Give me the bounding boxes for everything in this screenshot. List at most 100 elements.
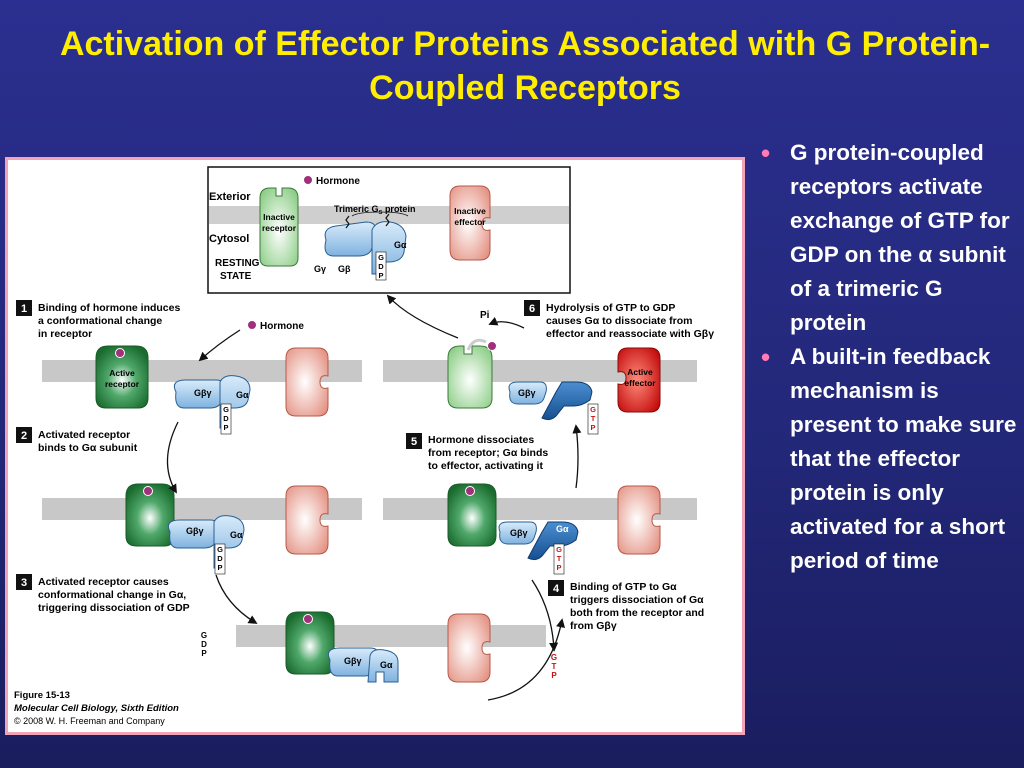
svg-text:Gβγ: Gβγ xyxy=(510,528,528,538)
svg-text:receptor: receptor xyxy=(262,223,297,233)
svg-text:T: T xyxy=(557,554,562,563)
svg-text:effector: effector xyxy=(454,217,486,227)
svg-text:binds to Gα subunit: binds to Gα subunit xyxy=(38,442,138,454)
svg-text:Figure 15-13: Figure 15-13 xyxy=(14,690,70,701)
g-alpha-step6: G T P Gα xyxy=(541,381,605,435)
hormone-label: Hormone xyxy=(316,176,360,187)
g-protein-step1: G D P Gβγ Gα xyxy=(173,375,251,435)
svg-text:triggering dissociation of GDP: triggering dissociation of GDP xyxy=(38,602,190,614)
svg-text:P: P xyxy=(378,271,383,280)
svg-text:causes Gα to dissociate from: causes Gα to dissociate from xyxy=(546,315,693,327)
hormone-icon xyxy=(248,321,256,329)
svg-text:Hydrolysis of GTP to GDP: Hydrolysis of GTP to GDP xyxy=(546,302,675,314)
svg-text:3: 3 xyxy=(21,577,27,589)
svg-text:D: D xyxy=(217,554,223,563)
svg-text:P: P xyxy=(590,423,595,432)
gtp-incoming: G T P xyxy=(551,653,557,680)
bullet-dot-icon: • xyxy=(761,342,771,372)
figure-panel: Exterior Cytosol RESTING STATE Hormone I… xyxy=(5,157,745,735)
svg-text:4: 4 xyxy=(553,583,560,595)
svg-text:triggers dissociation of Gα: triggers dissociation of Gα xyxy=(570,594,704,606)
svg-text:to effector, activating it: to effector, activating it xyxy=(428,460,543,472)
svg-text:6: 6 xyxy=(529,303,535,315)
svg-text:P: P xyxy=(201,649,207,658)
inactive-effector-label: Inactive xyxy=(454,206,486,216)
g-beta-label: Gβ xyxy=(338,264,351,274)
exterior-label: Exterior xyxy=(209,191,251,203)
svg-text:Active: Active xyxy=(109,368,135,378)
svg-text:G: G xyxy=(217,545,223,554)
hormone-label-step1: Hormone xyxy=(260,321,304,332)
gdp-released: G D P xyxy=(201,631,207,658)
inactive-effector-step3 xyxy=(447,613,491,683)
svg-text:Binding of hormone induces: Binding of hormone induces xyxy=(38,302,180,314)
bullet-text: G protein-coupled receptors activate exc… xyxy=(790,140,1010,335)
svg-text:D: D xyxy=(201,640,207,649)
slide-title: Activation of Effector Proteins Associat… xyxy=(59,25,991,107)
inactive-effector-step5 xyxy=(617,485,661,555)
svg-text:5: 5 xyxy=(411,436,417,448)
svg-text:Activated receptor causes: Activated receptor causes xyxy=(38,576,169,588)
hormone-icon xyxy=(304,176,312,184)
step-4: 4 Binding of GTP to Gα triggers dissocia… xyxy=(548,580,704,632)
svg-text:P: P xyxy=(551,671,557,680)
svg-text:G: G xyxy=(378,253,384,262)
svg-text:© 2008 W. H. Freeman and Compa: © 2008 W. H. Freeman and Company xyxy=(14,716,165,726)
bullet-text: A built-in feedback mechanism is present… xyxy=(790,344,1017,573)
active-receptor-step3 xyxy=(285,611,335,675)
svg-text:Gα: Gα xyxy=(236,390,249,400)
svg-text:effector and reassociate with: effector and reassociate with Gβγ xyxy=(546,328,714,340)
active-receptor-step1: Active receptor xyxy=(95,345,149,409)
svg-text:Gα: Gα xyxy=(592,388,605,398)
membrane-step-2 xyxy=(42,498,362,520)
bullet-list: • G protein-coupled receptors activate e… xyxy=(757,136,1019,578)
g-protein-step3: Gβγ Gα xyxy=(327,647,399,683)
trimeric-label: Trimeric Gs protein xyxy=(334,204,415,216)
svg-text:G: G xyxy=(551,653,557,662)
svg-text:receptor: receptor xyxy=(105,379,140,389)
active-receptor-step5 xyxy=(447,483,497,547)
svg-text:Gβγ: Gβγ xyxy=(518,388,536,398)
released-hormone-icon xyxy=(487,341,497,351)
svg-text:effector: effector xyxy=(624,378,656,388)
svg-text:1: 1 xyxy=(21,303,27,315)
inactive-receptor-step6 xyxy=(447,345,493,409)
svg-text:P: P xyxy=(556,563,561,572)
svg-text:Molecular Cell Biology, Sixth: Molecular Cell Biology, Sixth Edition xyxy=(14,703,179,714)
g-alpha-label: Gα xyxy=(394,240,407,250)
svg-text:D: D xyxy=(223,414,229,423)
svg-text:T: T xyxy=(591,414,596,423)
membrane-step-3 xyxy=(236,625,546,647)
inactive-effector-step1 xyxy=(285,347,329,417)
svg-text:D: D xyxy=(378,262,384,271)
svg-text:a conformational change: a conformational change xyxy=(38,315,162,327)
inactive-effector-shape xyxy=(449,185,491,261)
svg-text:Active: Active xyxy=(627,367,653,377)
g-alpha-step5: G T P Gα xyxy=(527,521,579,575)
step-6: 6 Hydrolysis of GTP to GDP causes Gα to … xyxy=(524,300,714,340)
step-5: 5 Hormone dissociates from receptor; Gα … xyxy=(406,433,548,472)
resting-state-panel: Exterior Cytosol RESTING STATE Hormone I… xyxy=(207,166,571,294)
g-beta-gamma-shape xyxy=(324,221,377,257)
svg-text:G: G xyxy=(556,545,562,554)
inactive-receptor-shape xyxy=(259,187,299,267)
bullet-item: • A built-in feedback mechanism is prese… xyxy=(757,340,1019,578)
svg-text:2: 2 xyxy=(21,430,27,442)
g-beta-gamma-step5: Gβγ xyxy=(498,521,537,545)
g-gamma-label: Gγ xyxy=(314,264,326,274)
svg-text:P: P xyxy=(217,563,222,572)
svg-text:both from the receptor and: both from the receptor and xyxy=(570,607,704,619)
svg-text:P: P xyxy=(223,423,228,432)
bullet-dot-icon: • xyxy=(761,138,771,168)
svg-text:conformational change in Gα,: conformational change in Gα, xyxy=(38,589,186,601)
step-1: 1 Binding of hormone induces a conformat… xyxy=(16,300,180,340)
svg-text:from Gβγ: from Gβγ xyxy=(570,620,617,632)
step-2: 2 Activated receptor binds to Gα subunit xyxy=(16,427,138,454)
cytosol-label: Cytosol xyxy=(209,233,249,245)
svg-text:G: G xyxy=(223,405,229,414)
svg-text:Gα: Gα xyxy=(380,660,393,670)
g-protein-step2: G D P Gβγ Gα xyxy=(167,515,245,575)
state-label: STATE xyxy=(220,271,252,282)
gpcr-cycle-diagram: Exterior Cytosol RESTING STATE Hormone I… xyxy=(14,166,714,726)
svg-text:Gβγ: Gβγ xyxy=(186,526,204,536)
